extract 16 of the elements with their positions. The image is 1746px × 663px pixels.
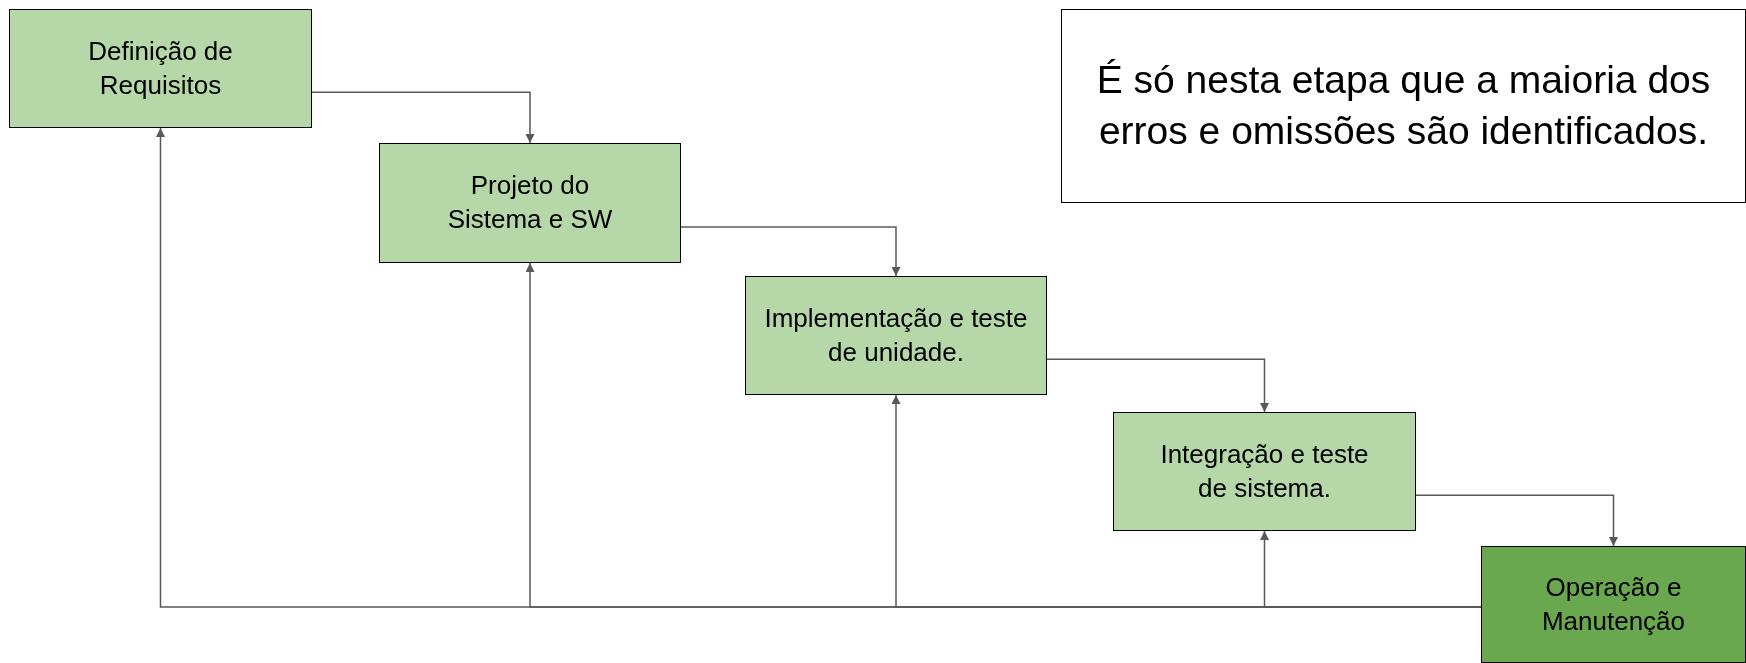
- process-box: [745, 276, 1047, 395]
- node-label: Integração e teste de sistema.: [1159, 437, 1370, 505]
- arrow: [1415, 494, 1618, 547]
- arrow: [311, 91, 535, 144]
- process-box: [379, 143, 681, 263]
- note-box: [1061, 9, 1746, 203]
- node-label: Implementação e teste de unidade.: [763, 301, 1029, 369]
- node-label: Definição de Requisitos: [87, 34, 234, 102]
- arrow: [680, 226, 901, 277]
- node-label: É só nesta etapa que a maioria dos erros e omissões são identificados.: [1095, 57, 1712, 154]
- arrow: [1046, 358, 1269, 413]
- process-box: [9, 9, 312, 128]
- process-box: [1481, 546, 1746, 663]
- process-box: [1113, 412, 1416, 531]
- node-label: Projeto do Sistema e SW: [446, 169, 614, 236]
- node-label: Operação e Manutenção: [1540, 570, 1687, 638]
